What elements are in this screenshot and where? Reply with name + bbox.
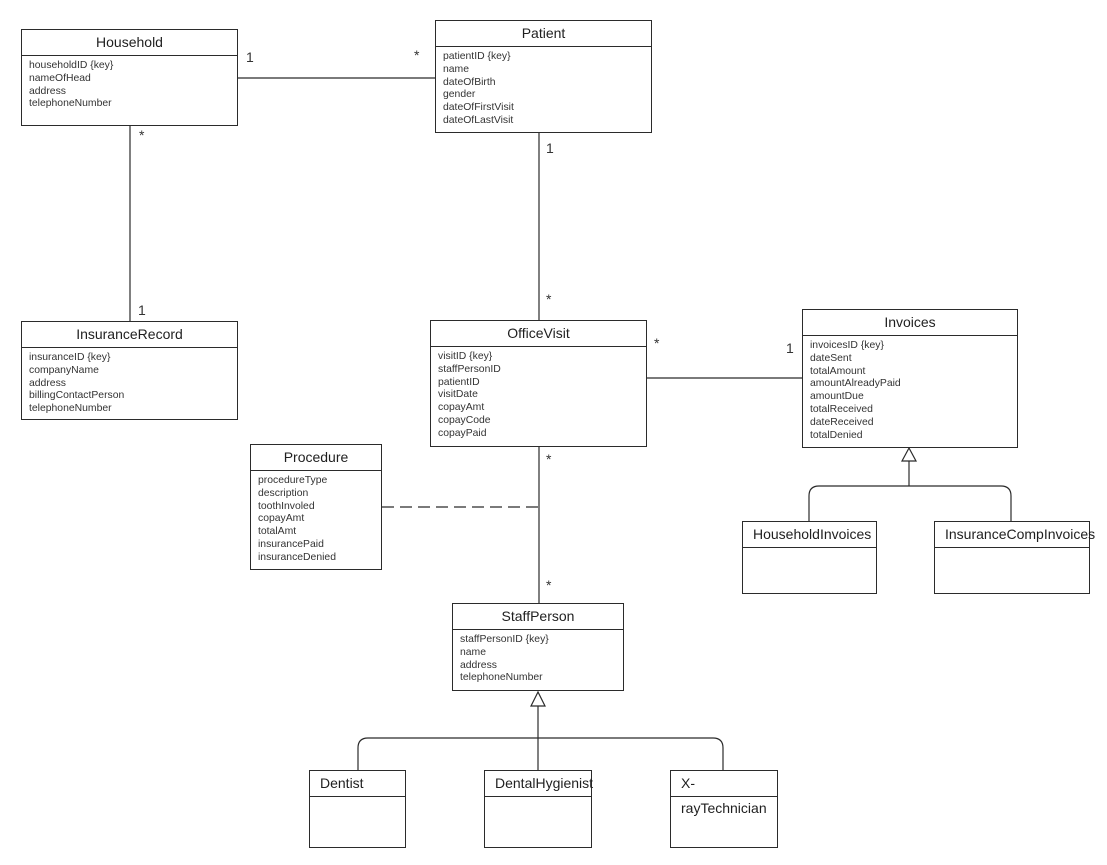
class-procedure: Procedure procedureType description toot… xyxy=(250,444,382,570)
class-name: DentalHygienist xyxy=(485,771,593,797)
attribute-list: procedureType description toothInvoled c… xyxy=(251,471,381,565)
attribute: amountAlreadyPaid xyxy=(810,378,901,390)
multiplicity-label: * xyxy=(139,127,145,143)
attribute: telephoneNumber xyxy=(29,98,112,110)
class-name: HouseholdInvoices xyxy=(743,522,876,548)
attribute: telephoneNumber xyxy=(460,672,543,684)
attribute: dateOfFirstVisit xyxy=(443,102,514,114)
attribute: totalAmount xyxy=(810,365,866,377)
attribute: totalAmt xyxy=(258,526,297,538)
multiplicity-label: 1 xyxy=(546,140,554,156)
attribute: copayAmt xyxy=(258,513,305,525)
attribute-list: patientID {key} name dateOfBirth gender … xyxy=(436,47,651,128)
attribute: name xyxy=(443,63,469,75)
attribute: address xyxy=(29,85,66,97)
attribute: address xyxy=(460,659,497,671)
multiplicity-label: * xyxy=(546,451,552,467)
attribute: staffPersonID {key} xyxy=(460,634,549,645)
class-insurancerecord: InsuranceRecord insuranceID {key} compan… xyxy=(21,321,238,420)
multiplicity-label: * xyxy=(546,577,552,593)
attribute: invoicesID {key} xyxy=(810,340,884,351)
attribute: copayPaid xyxy=(438,427,487,439)
attribute: insuranceDenied xyxy=(258,551,336,563)
attribute: nameOfHead xyxy=(29,72,91,84)
attribute: staffPersonID xyxy=(438,363,501,375)
attribute: procedureType xyxy=(258,475,328,486)
attribute: householdID {key} xyxy=(29,60,114,71)
generalization-connector-householdinvoices xyxy=(808,485,909,521)
class-name: Household xyxy=(22,30,237,56)
attribute: visitID {key} xyxy=(438,351,493,362)
class-staffperson: StaffPerson staffPersonID {key} name add… xyxy=(452,603,624,691)
attribute-list: invoicesID {key} dateSent totalAmount am… xyxy=(803,336,1017,442)
attribute: name xyxy=(460,646,486,658)
attribute: billingContactPerson xyxy=(29,390,125,402)
attribute: telephoneNumber xyxy=(29,403,112,415)
attribute: dateOfBirth xyxy=(443,76,496,88)
class-name: X-rayTechnician xyxy=(671,771,777,816)
class-name: OfficeVisit xyxy=(431,321,646,347)
class-householdinvoices: HouseholdInvoices xyxy=(742,521,877,594)
attribute: gender xyxy=(443,89,476,101)
attribute: description xyxy=(258,487,309,499)
class-name: Patient xyxy=(436,21,651,47)
generalization-connector-insurancecompinvoices xyxy=(909,485,1012,521)
class-dentalhygienist: DentalHygienist xyxy=(484,770,593,848)
class-name: Dentist xyxy=(310,771,405,797)
generalization-arrow-invoices xyxy=(900,446,918,462)
attribute: patientID {key} xyxy=(443,51,511,62)
class-name: Invoices xyxy=(803,310,1017,336)
class-insurancecompinvoices: InsuranceCompInvoices xyxy=(934,521,1095,594)
attribute: visitDate xyxy=(438,389,478,401)
attribute: dateSent xyxy=(810,352,852,364)
attribute: copayAmt xyxy=(438,402,485,414)
attribute: insurancePaid xyxy=(258,538,324,550)
attribute: patientID xyxy=(438,376,480,388)
attribute-list: insuranceID {key} companyName address bi… xyxy=(22,348,237,416)
class-name: InsuranceCompInvoices xyxy=(935,522,1095,548)
class-xraytechnician: X-rayTechnician xyxy=(670,770,778,848)
attribute: amountDue xyxy=(810,391,864,403)
attribute: address xyxy=(29,377,66,389)
attribute: toothInvoled xyxy=(258,500,315,512)
class-name: InsuranceRecord xyxy=(22,322,237,348)
attribute-list: staffPersonID {key} name address telepho… xyxy=(453,630,623,685)
multiplicity-label: * xyxy=(654,335,660,351)
multiplicity-label: 1 xyxy=(786,340,794,356)
attribute: dateOfLastVisit xyxy=(443,114,514,126)
attribute: companyName xyxy=(29,364,99,376)
multiplicity-label: * xyxy=(546,291,552,307)
generalization-arrow-staffperson xyxy=(530,690,546,707)
attribute: copayCode xyxy=(438,414,491,426)
attribute: insuranceID {key} xyxy=(29,352,111,363)
class-officevisit: OfficeVisit visitID {key} staffPersonID … xyxy=(430,320,647,447)
generalization-connector-xraytechnician xyxy=(538,737,724,770)
multiplicity-label: 1 xyxy=(246,49,254,65)
generalization-connector-dentist xyxy=(357,737,538,770)
class-name: Procedure xyxy=(251,445,381,471)
class-patient: Patient patientID {key} name dateOfBirth… xyxy=(435,20,652,133)
multiplicity-label: * xyxy=(414,47,420,63)
attribute: dateReceived xyxy=(810,416,874,428)
attribute-list: householdID {key} nameOfHead address tel… xyxy=(22,56,237,111)
multiplicity-label: 1 xyxy=(138,302,146,318)
class-household: Household householdID {key} nameOfHead a… xyxy=(21,29,238,126)
class-name: StaffPerson xyxy=(453,604,623,630)
attribute-list: visitID {key} staffPersonID patientID vi… xyxy=(431,347,646,441)
class-dentist: Dentist xyxy=(309,770,406,848)
attribute: totalReceived xyxy=(810,403,873,415)
attribute: totalDenied xyxy=(810,429,863,441)
class-invoices: Invoices invoicesID {key} dateSent total… xyxy=(802,309,1018,448)
